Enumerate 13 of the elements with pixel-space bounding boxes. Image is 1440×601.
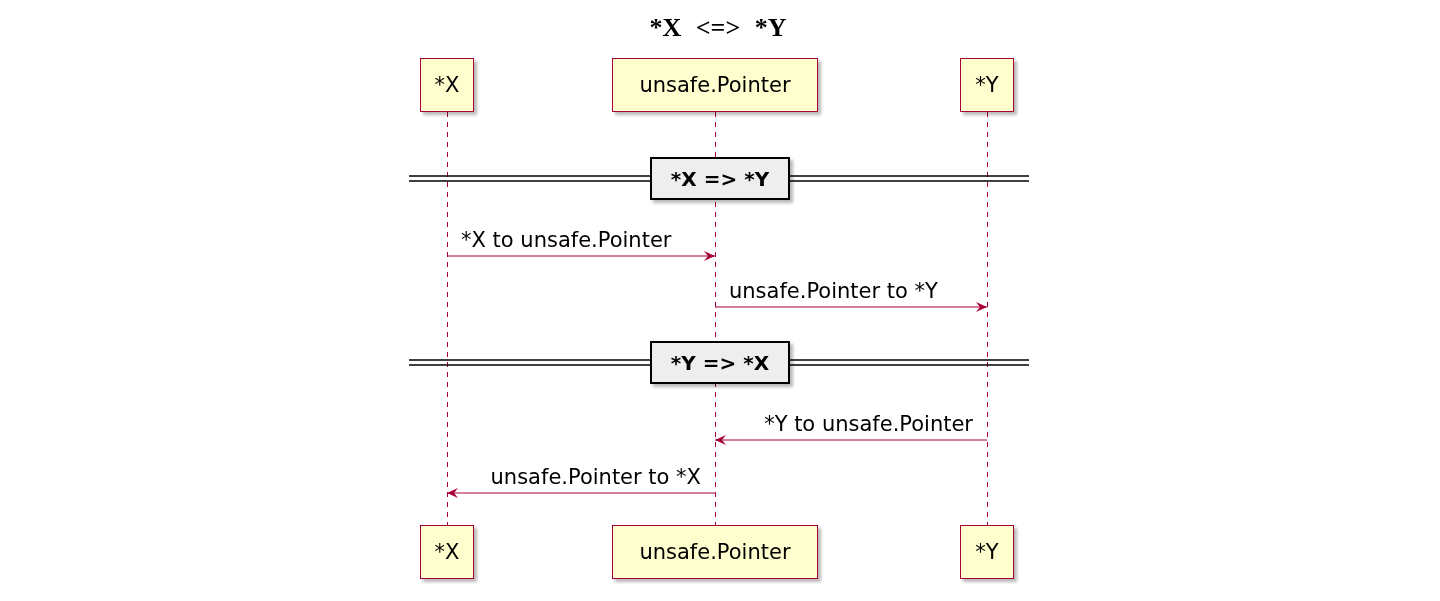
message-arrow (446, 251, 716, 261)
diagram-title: *X <=> *Y (649, 13, 787, 43)
participant-box: unsafe.Pointer (612, 525, 818, 579)
participant-box: *Y (960, 525, 1014, 579)
participant-box: *X (420, 58, 474, 112)
message-arrow (446, 488, 716, 498)
message-arrow (714, 435, 988, 445)
participant-box: *X (420, 525, 474, 579)
lifeline (446, 112, 448, 525)
message-arrow (714, 302, 988, 312)
participant-box: unsafe.Pointer (612, 58, 818, 112)
lifeline (986, 112, 988, 525)
participant-box: *Y (960, 58, 1014, 112)
